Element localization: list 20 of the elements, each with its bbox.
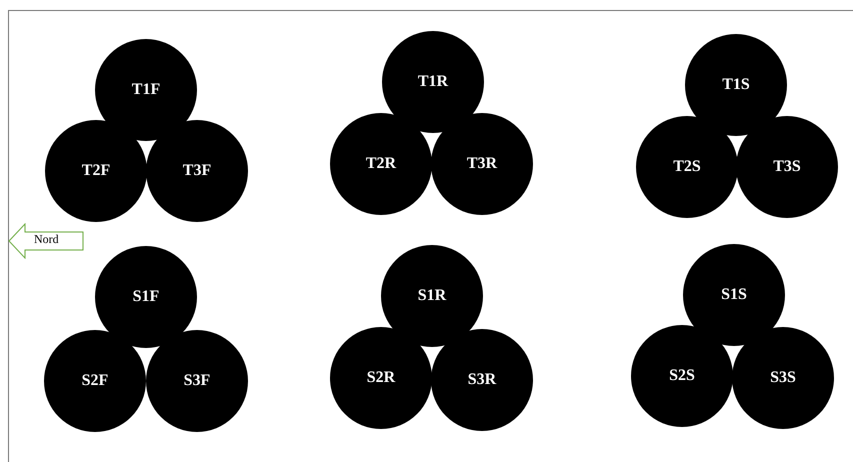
north-sign bbox=[8, 223, 84, 259]
node-label: T1R bbox=[418, 73, 448, 91]
node-label: T1S bbox=[722, 76, 750, 94]
node-label: S2F bbox=[82, 372, 108, 390]
node-label: Nord bbox=[34, 232, 59, 247]
node-label: T3S bbox=[773, 158, 801, 176]
node-label: S1F bbox=[132, 288, 160, 306]
node-label: T3R bbox=[466, 155, 498, 173]
node-label: S2R bbox=[366, 369, 396, 387]
node-label: T2F bbox=[82, 162, 110, 180]
node-label: T2R bbox=[366, 155, 396, 173]
node-label: S3R bbox=[468, 371, 496, 389]
node-label: S3S bbox=[770, 369, 796, 387]
node-label: T1F bbox=[132, 81, 160, 99]
node-label: T2S bbox=[673, 158, 701, 176]
node-label: S1S bbox=[721, 286, 747, 304]
node-label: T3F bbox=[182, 162, 212, 180]
node-label: S2S bbox=[669, 367, 695, 385]
node-label: S3F bbox=[184, 372, 210, 390]
node-label: S1R bbox=[418, 287, 446, 305]
